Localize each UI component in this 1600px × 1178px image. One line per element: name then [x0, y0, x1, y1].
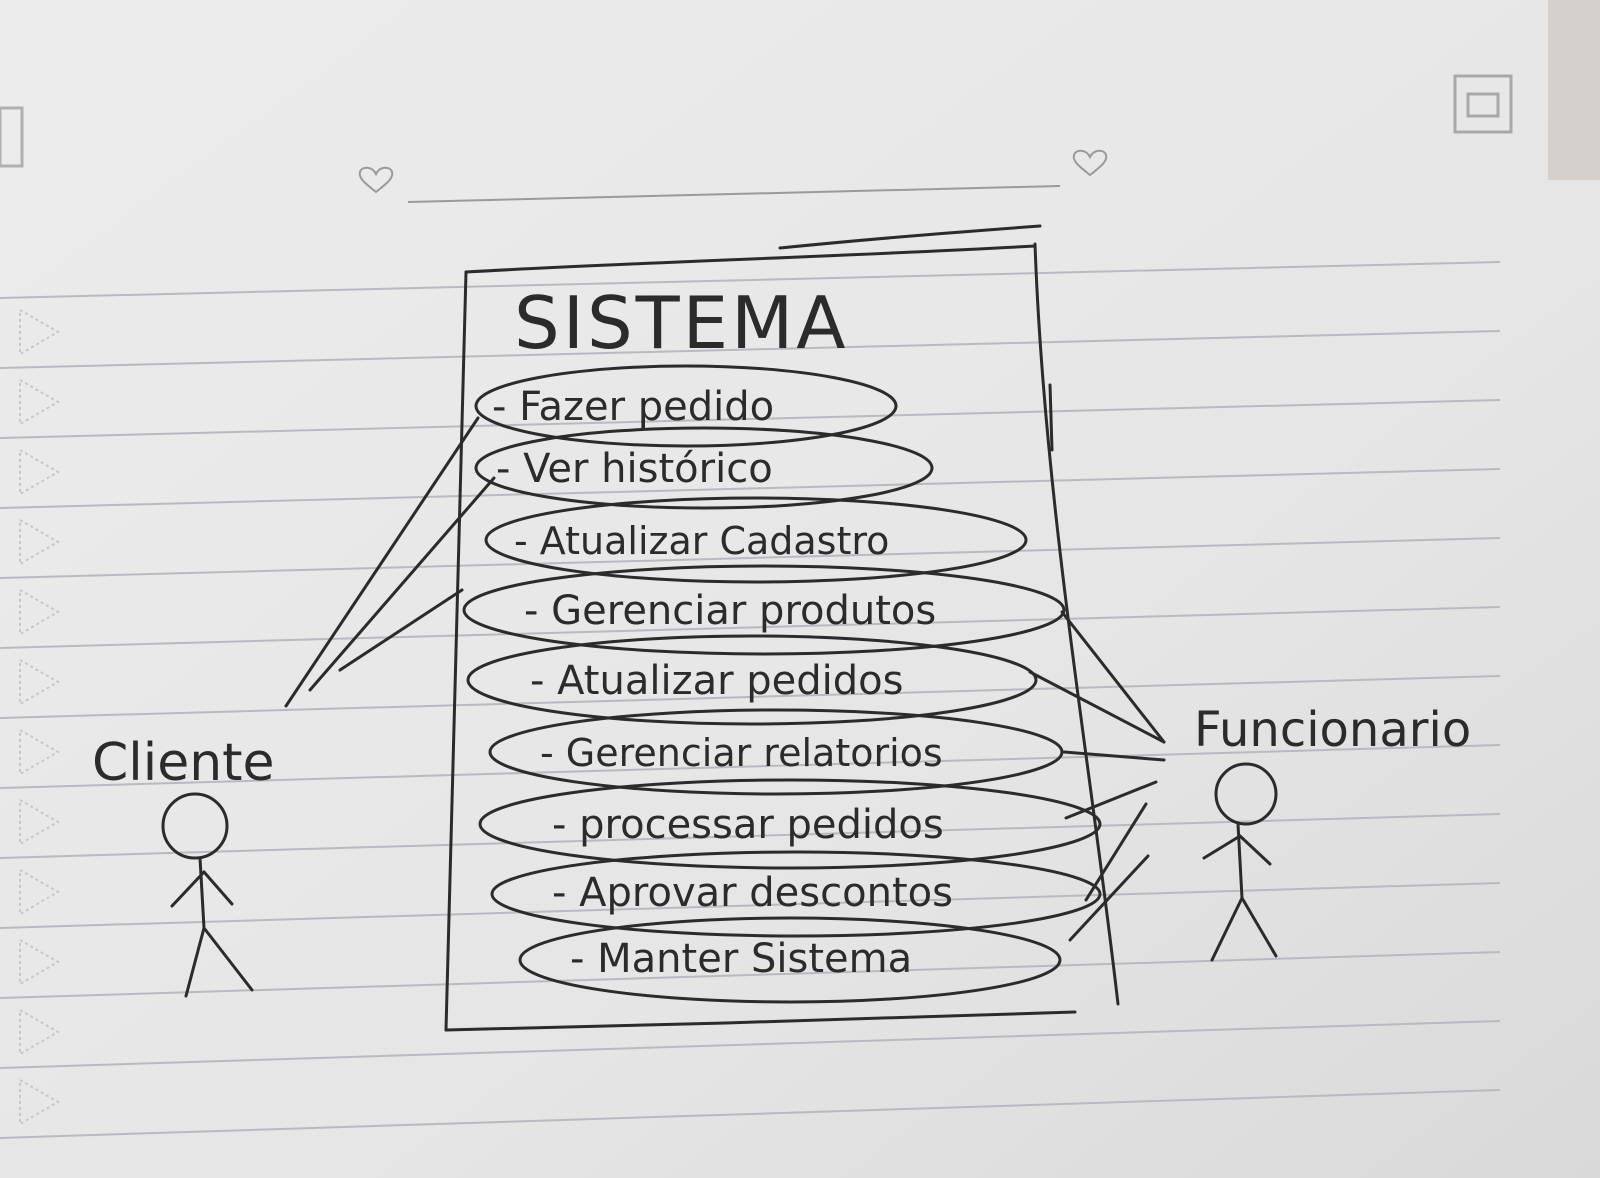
ruled-line	[0, 813, 1501, 859]
use-case-label: - Aprovar descontos	[552, 870, 953, 916]
use-case-label: - Atualizar pedidos	[530, 658, 903, 704]
use-case-list	[462, 364, 1102, 1004]
ruled-line	[0, 882, 1501, 929]
ruled-line	[0, 1089, 1501, 1139]
ruled-line	[0, 606, 1501, 649]
ruled-line	[0, 468, 1501, 509]
actor-label-cliente: Cliente	[92, 733, 275, 793]
margin-triangle-icon	[19, 308, 60, 356]
heart-icon	[1072, 149, 1108, 177]
use-case-label: - Fazer pedido	[492, 384, 774, 430]
left-edge-box	[0, 106, 24, 168]
margin-triangle-icon	[19, 728, 60, 776]
heart-icon	[358, 166, 394, 194]
ruled-line	[0, 951, 1501, 999]
funcionario-associations	[1028, 610, 1166, 942]
actor-cliente	[161, 792, 254, 998]
ruled-lines	[0, 261, 1501, 1139]
use-case-label: - processar pedidos	[552, 802, 944, 848]
corner-box-inner	[1466, 92, 1500, 118]
actor-label-funcionario: Funcionario	[1194, 702, 1471, 758]
margin-triangle-icon	[19, 588, 60, 636]
margin-triangle-icon	[19, 658, 60, 706]
margin-triangle-icon	[19, 448, 60, 496]
actor-head-icon	[1214, 762, 1278, 826]
ruled-line	[0, 330, 1501, 369]
margin-arrows	[19, 308, 60, 1126]
margin-triangle-icon	[19, 798, 60, 846]
margin-triangle-icon	[19, 518, 60, 566]
system-title: SISTEMA	[514, 281, 849, 365]
use-case-label: - Gerenciar relatorios	[540, 731, 943, 775]
system-boundary	[444, 224, 1120, 1032]
ruled-line	[0, 537, 1501, 579]
margin-triangle-icon	[19, 1008, 60, 1056]
use-case-label: - Manter Sistema	[570, 936, 912, 982]
actor-head-icon	[161, 792, 229, 860]
use-case-label: - Ver histórico	[496, 446, 773, 492]
margin-triangle-icon	[19, 868, 60, 916]
ruled-line	[0, 675, 1501, 719]
ruled-line	[0, 1020, 1501, 1069]
use-case-label: - Gerenciar produtos	[524, 588, 936, 634]
corner-box-icon	[1453, 74, 1513, 134]
use-case-label: - Atualizar Cadastro	[514, 519, 889, 563]
header-line	[407, 185, 1061, 203]
actor-funcionario	[1202, 762, 1278, 962]
margin-triangle-icon	[19, 938, 60, 986]
cliente-associations	[284, 416, 496, 708]
ruled-line	[0, 261, 1501, 299]
margin-triangle-icon	[19, 378, 60, 426]
ruled-line	[0, 399, 1501, 439]
margin-triangle-icon	[19, 1078, 60, 1126]
page-edge	[1548, 0, 1600, 180]
ruled-line	[0, 744, 1501, 789]
header-decor	[0, 74, 1513, 203]
use-case-labels: - Fazer pedido - Ver histórico - Atualiz…	[492, 384, 953, 982]
